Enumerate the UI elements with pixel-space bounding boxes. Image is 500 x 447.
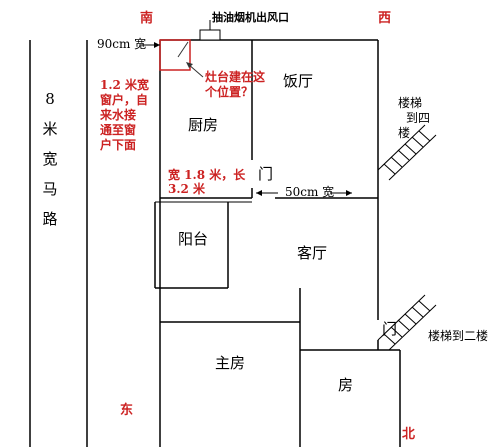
exhaust-vent-box: [199, 29, 221, 41]
compass-east: 东: [120, 403, 134, 418]
stove-marker: [159, 39, 191, 71]
road-label: 8 米 宽 马 路: [42, 90, 58, 228]
staircase-lower-icon: [377, 294, 437, 351]
stairs-lower-label: 楼梯到二楼: [428, 329, 489, 343]
compass-south: 南: [140, 11, 154, 26]
window-note: 1.2 米宽 窗户，自 来水接 通至窗 户下面: [100, 78, 150, 152]
stairs-upper-label: 楼梯 到四 楼: [398, 96, 431, 140]
room-master: 主房: [215, 354, 246, 372]
compass-west: 西: [378, 11, 392, 26]
exhaust-label: 抽油烟机出风口: [212, 11, 289, 24]
room-kitchen: 厨房: [188, 116, 219, 134]
stove-question: 灶台建在这 个位置？: [205, 70, 266, 99]
stove-arrow-head: [186, 62, 193, 68]
room-bedroom: 房: [338, 376, 354, 394]
room-balcony: 阳台: [178, 230, 209, 248]
width50-right-arrow: [346, 190, 352, 196]
front-door-label: 门: [382, 320, 398, 338]
room-living: 客厅: [297, 244, 328, 262]
stove-marker-tick: [177, 41, 189, 58]
width50-left-arrow: [256, 190, 262, 196]
width90-arrow: [154, 42, 160, 48]
kitchen-size-note: 宽 1.8 米，长 3.2 米: [168, 168, 246, 196]
staircase-upper-icon: [377, 124, 437, 181]
compass-north: 北: [402, 427, 416, 442]
room-dining: 饭厅: [283, 72, 314, 90]
width90-label: 90cm 宽: [97, 37, 147, 51]
kitchen-door-label: 门: [258, 165, 274, 183]
width50-label: 50cm 宽: [285, 185, 335, 199]
